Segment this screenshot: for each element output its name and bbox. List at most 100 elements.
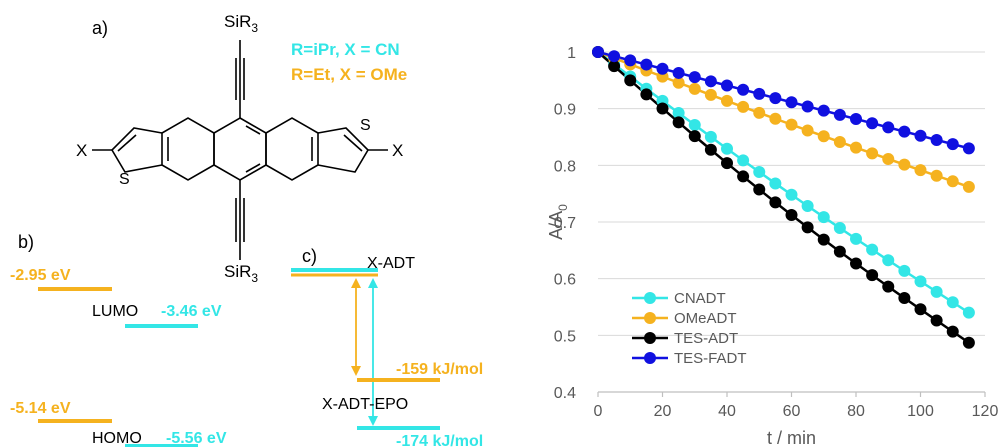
data-point-TES-ADT bbox=[656, 102, 669, 115]
data-point-CNADT bbox=[801, 199, 814, 212]
data-point-TES-FADT bbox=[866, 117, 879, 130]
x-right-label: X bbox=[392, 141, 403, 160]
data-point-TES-ADT bbox=[866, 269, 879, 282]
data-point-TES-ADT bbox=[882, 280, 895, 293]
data-point-TES-ADT bbox=[737, 170, 750, 183]
legend-label-OMeADT: OMeADT bbox=[674, 310, 737, 327]
data-point-OMeADT bbox=[850, 141, 862, 154]
data-point-TES-FADT bbox=[769, 92, 782, 105]
data-point-TES-FADT bbox=[882, 121, 895, 134]
legend-orange-substituents: R=Et, X = OMe bbox=[291, 65, 407, 84]
data-point-TES-FADT bbox=[737, 83, 750, 96]
data-point-TES-FADT bbox=[608, 50, 621, 63]
data-point-TES-ADT bbox=[946, 325, 959, 338]
data-point-CNADT bbox=[672, 106, 685, 119]
data-point-CNADT bbox=[769, 177, 782, 190]
data-point-OMeADT bbox=[801, 124, 814, 137]
data-point-TES-FADT bbox=[946, 138, 959, 151]
y-tick-label: 0.7 bbox=[554, 215, 576, 232]
data-point-TES-ADT bbox=[962, 336, 975, 349]
sulfur-left-label: S bbox=[119, 171, 130, 188]
data-point-TES-ADT bbox=[833, 245, 846, 258]
data-point-TES-FADT bbox=[914, 129, 927, 142]
x-tick-label: 0 bbox=[594, 403, 603, 420]
c-orange-energy: -159 kJ/mol bbox=[396, 361, 483, 378]
orange-arrow bbox=[351, 278, 361, 376]
data-point-TES-FADT bbox=[801, 100, 814, 113]
c-bottom-label: X-ADT-EPO bbox=[322, 396, 408, 413]
data-point-OMeADT bbox=[930, 169, 943, 182]
data-point-OMeADT bbox=[704, 88, 717, 101]
data-point-OMeADT bbox=[882, 152, 895, 165]
data-point-CNADT bbox=[833, 222, 846, 235]
data-point-TES-ADT bbox=[801, 221, 814, 234]
data-point-TES-ADT bbox=[688, 130, 701, 143]
sulfur-right-label: S bbox=[360, 117, 371, 134]
x-tick-label: 100 bbox=[907, 403, 934, 420]
data-point-TES-FADT bbox=[785, 96, 798, 109]
y-axis-label: A/A0 bbox=[546, 204, 570, 240]
y-tick-label: 0.9 bbox=[554, 102, 576, 119]
data-point-CNADT bbox=[785, 188, 798, 201]
data-point-OMeADT bbox=[737, 100, 750, 113]
data-point-TES-FADT bbox=[962, 142, 975, 155]
y-tick-label: 0.4 bbox=[554, 385, 576, 402]
data-point-CNADT bbox=[704, 130, 717, 143]
data-point-CNADT bbox=[866, 243, 879, 256]
data-point-OMeADT bbox=[721, 94, 733, 107]
data-point-TES-ADT bbox=[930, 314, 943, 327]
left-ring bbox=[161, 117, 215, 181]
data-point-CNADT bbox=[737, 154, 750, 167]
data-point-CNADT bbox=[898, 264, 911, 277]
legend-label-TES-FADT: TES-FADT bbox=[674, 350, 747, 367]
data-point-TES-ADT bbox=[640, 88, 653, 101]
y-tick-label: 0.5 bbox=[554, 328, 576, 345]
data-point-OMeADT bbox=[785, 118, 798, 131]
data-point-OMeADT bbox=[688, 82, 701, 95]
data-point-TES-ADT bbox=[785, 208, 798, 221]
data-point-TES-FADT bbox=[753, 87, 766, 100]
data-point-CNADT bbox=[817, 211, 830, 224]
series-line-OMeADT bbox=[597, 50, 970, 189]
data-point-TES-ADT bbox=[753, 183, 766, 196]
legend-marker-CNADT bbox=[644, 292, 656, 304]
x-tick-label: 40 bbox=[718, 403, 736, 420]
data-point-OMeADT bbox=[769, 112, 782, 125]
legend-marker-TES-ADT bbox=[644, 332, 656, 344]
data-point-TES-FADT bbox=[624, 54, 637, 67]
data-point-TES-FADT bbox=[672, 66, 685, 79]
x-tick-label: 20 bbox=[654, 403, 672, 420]
data-point-TES-FADT bbox=[930, 133, 943, 146]
x-tick-label: 80 bbox=[847, 403, 865, 420]
data-point-OMeADT bbox=[946, 175, 959, 188]
data-point-TES-ADT bbox=[608, 60, 621, 73]
silyl-top-label: SiR3 bbox=[224, 12, 258, 35]
panel-a-label: a) bbox=[92, 18, 108, 38]
data-point-TES-FADT bbox=[656, 62, 669, 75]
legend-label-TES-ADT: TES-ADT bbox=[674, 330, 738, 347]
panel-c-label: c) bbox=[302, 246, 317, 266]
legend-marker-OMeADT bbox=[644, 312, 656, 324]
y-tick-label: 0.8 bbox=[554, 158, 576, 175]
data-point-CNADT bbox=[882, 254, 895, 267]
x-tick-label: 120 bbox=[972, 403, 999, 420]
x-tick-label: 60 bbox=[783, 403, 801, 420]
legend-marker-TES-FADT bbox=[644, 352, 656, 364]
central-ring bbox=[213, 117, 267, 181]
data-point-TES-ADT bbox=[914, 303, 927, 316]
lumo-label: LUMO bbox=[92, 303, 138, 320]
x-axis-label: t / min bbox=[767, 428, 816, 447]
chart-legend: CNADT OMeADT TES-ADT TES-FADT bbox=[632, 290, 747, 367]
data-point-TES-ADT bbox=[721, 157, 733, 170]
c-cyan-energy: -174 kJ/mol bbox=[396, 433, 483, 447]
data-point-OMeADT bbox=[962, 180, 975, 193]
series-line-CNADT bbox=[597, 51, 970, 314]
silyl-bottom-label: SiR3 bbox=[224, 262, 258, 285]
legend-label-CNADT: CNADT bbox=[674, 290, 726, 307]
data-point-TES-FADT bbox=[833, 108, 846, 121]
data-point-CNADT bbox=[850, 232, 862, 245]
data-point-CNADT bbox=[688, 118, 701, 131]
x-left-label: X bbox=[76, 141, 87, 160]
